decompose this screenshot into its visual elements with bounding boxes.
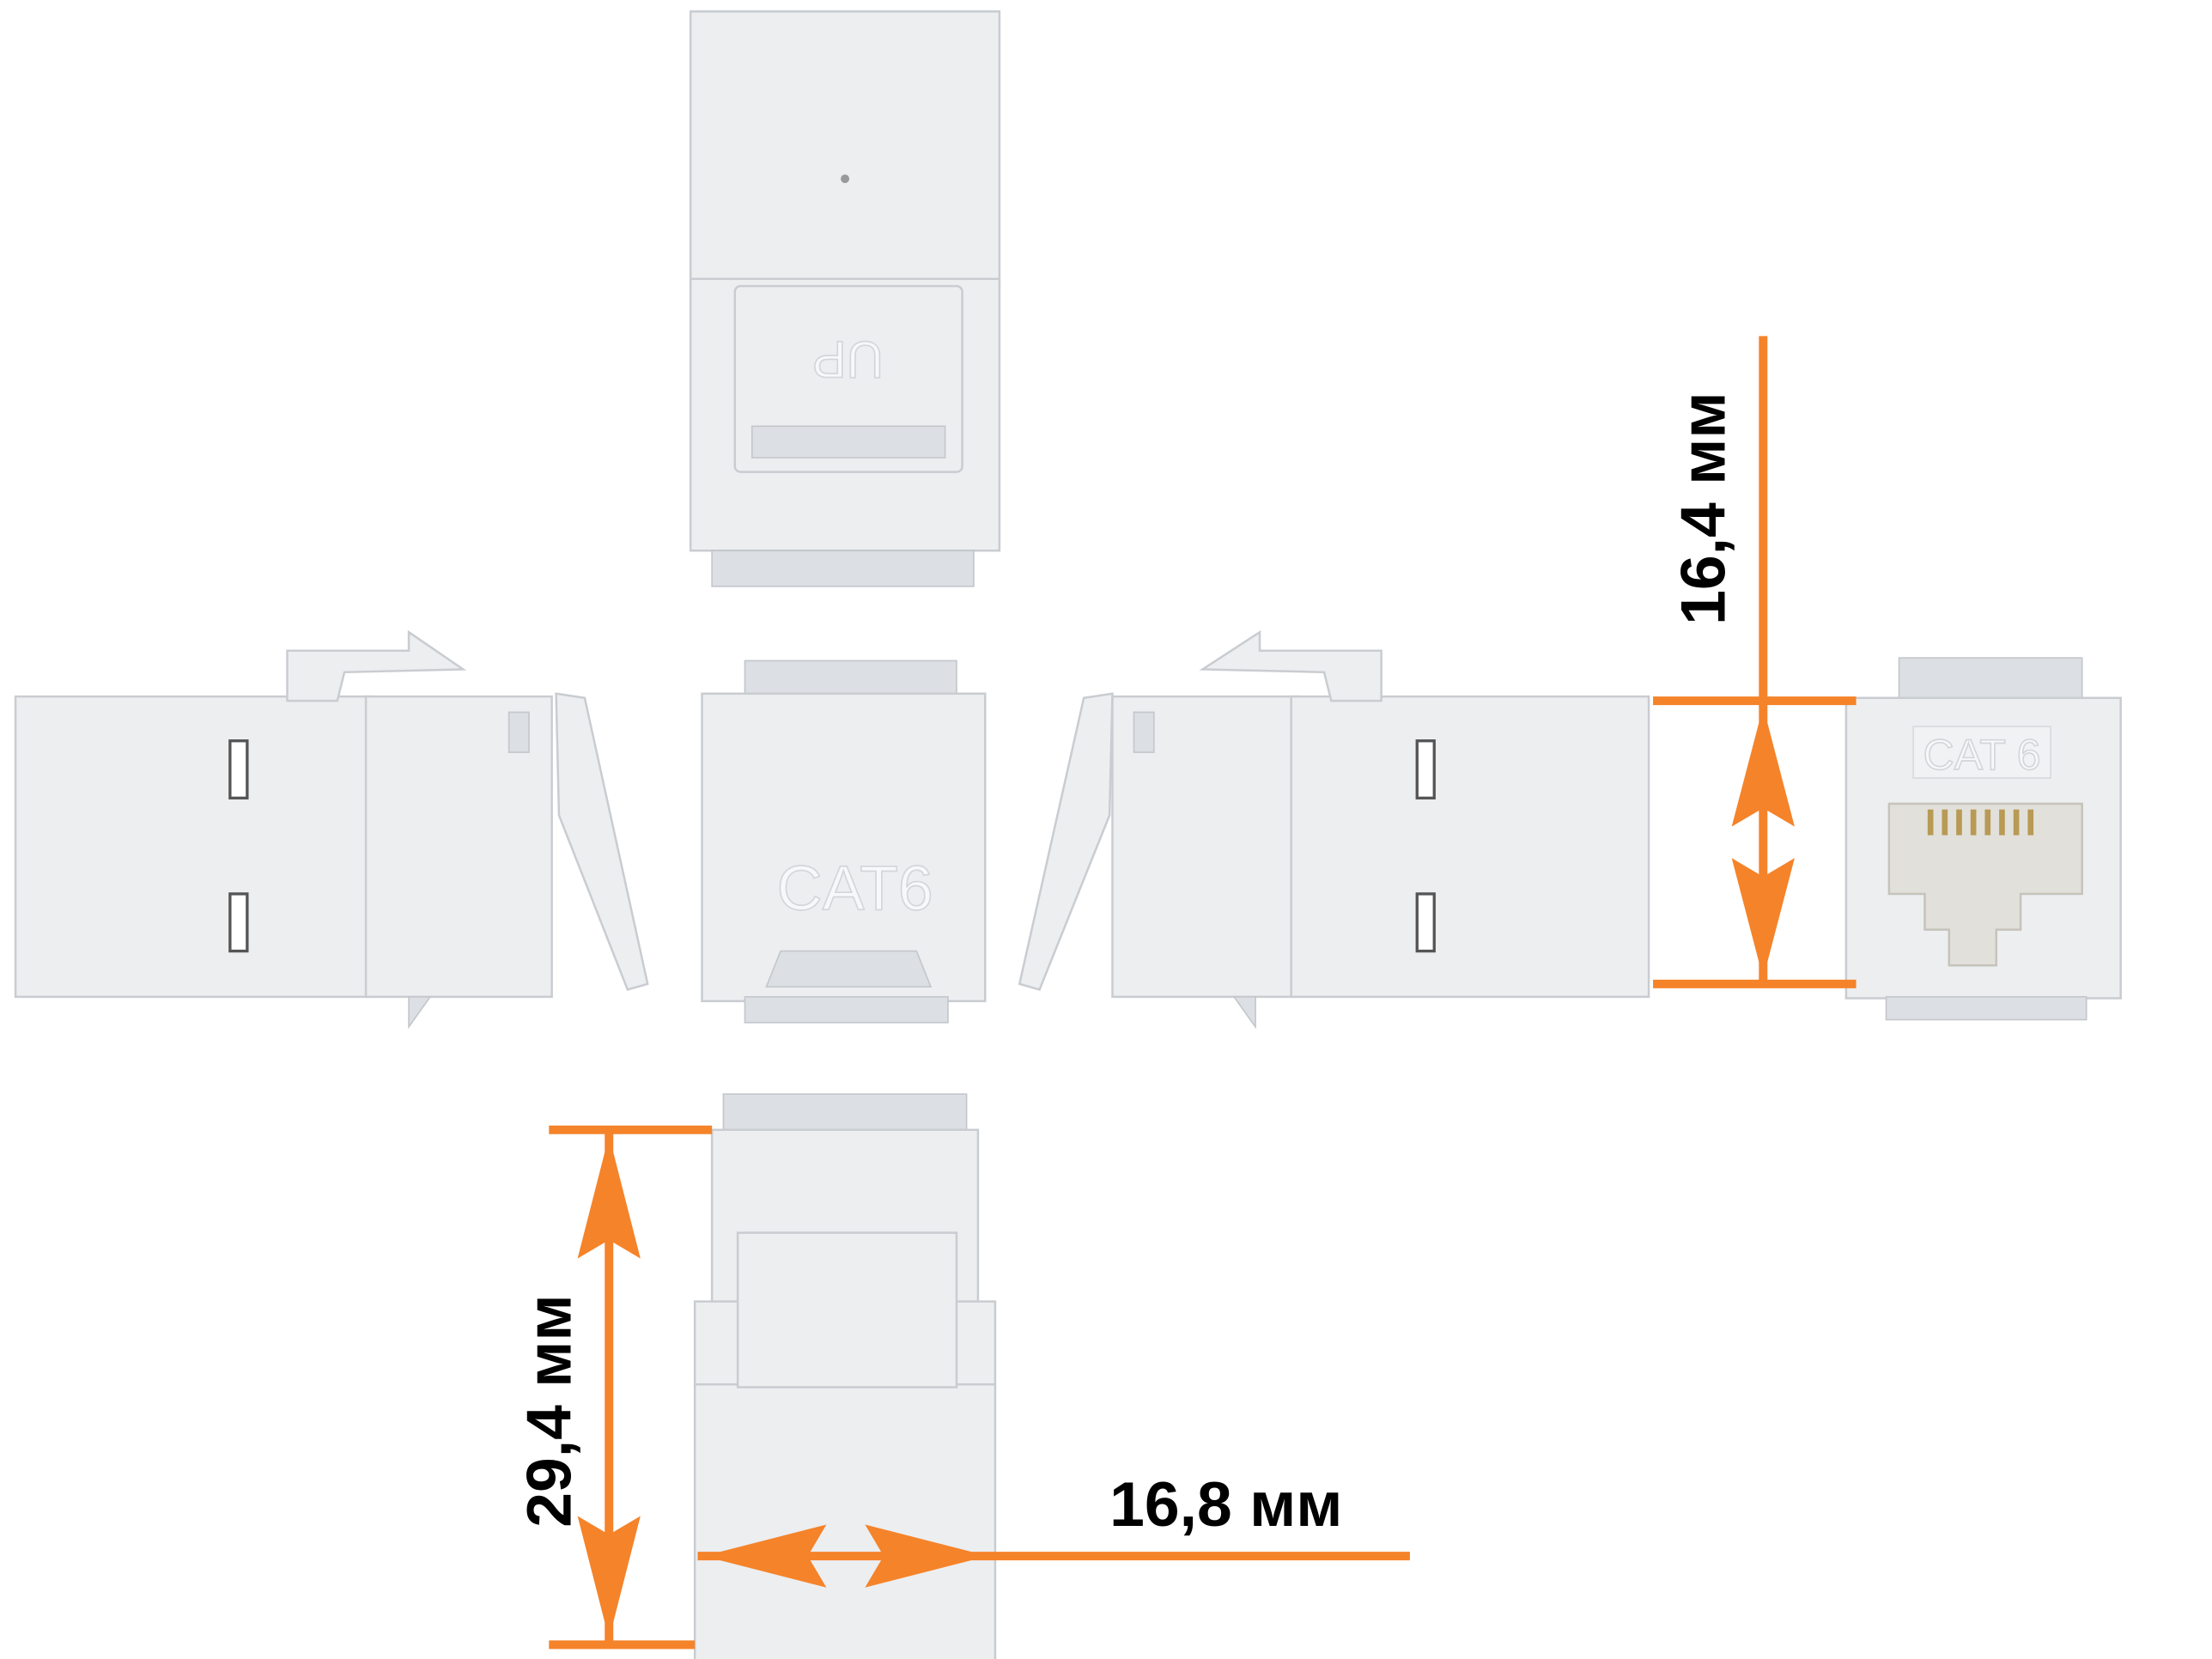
width-label: 16,8 мм [1109,1469,1342,1540]
front-port-view-module: CAT 6 [1844,657,2122,1021]
height-label: 16,4 мм [1668,392,1738,624]
arrow-up-icon [577,1135,641,1259]
top-view-module: UP [689,10,1001,587]
arrow-up-icon [1731,706,1795,827]
height-dimension: 16,4 мм [1653,336,1856,988]
right-side-view-module [1018,629,1650,1030]
center-front-view-module: CAT6 [701,659,987,1024]
cat6-side-marking: CAT6 [777,853,933,923]
width-dimension: 16,8 мм [697,1469,1410,1588]
arrow-right-icon [865,1524,988,1588]
arrow-left-icon [703,1524,827,1588]
arrow-down-icon [1731,858,1795,979]
up-marking: UP [812,331,884,388]
length-dimension: 29,4 мм [514,1125,713,1650]
rj45-port [1887,802,2083,967]
length-label: 29,4 мм [514,1294,584,1527]
left-side-view-module [14,629,649,1030]
bottom-view-module [693,1093,997,1659]
cat6-front-marking: CAT 6 [1923,731,2041,779]
arrow-down-icon [577,1516,641,1639]
